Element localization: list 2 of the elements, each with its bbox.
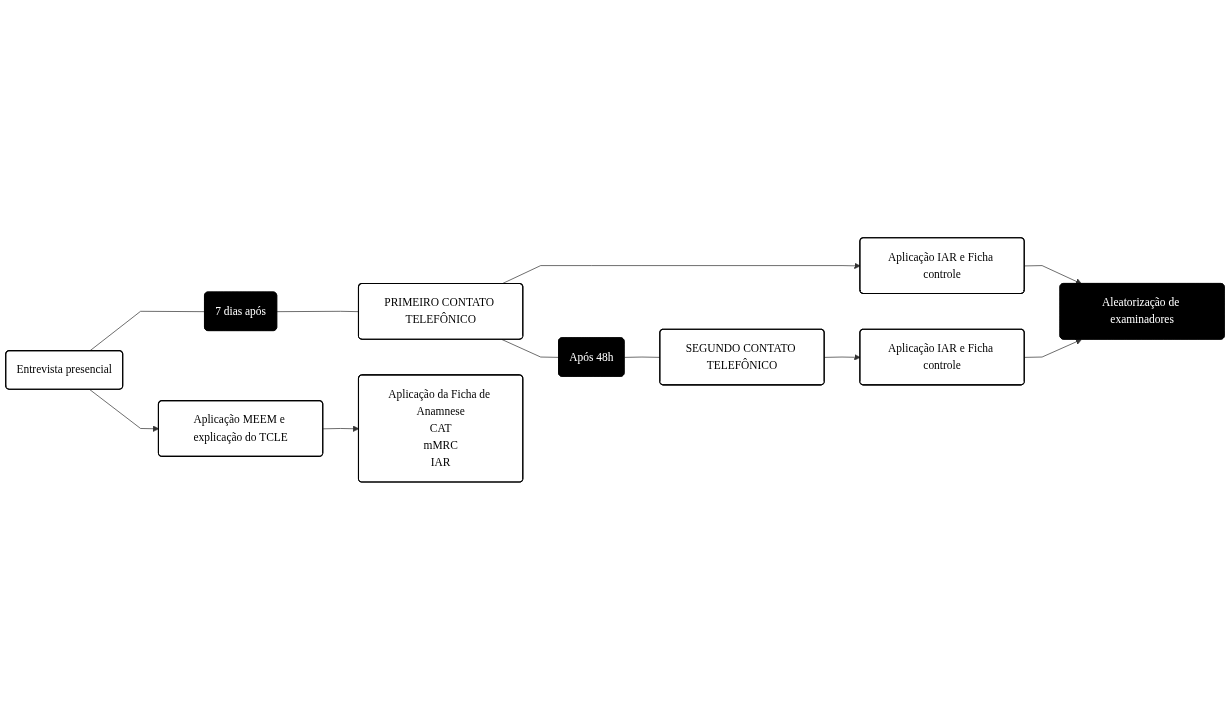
- connector: [89, 311, 206, 352]
- connector: [501, 339, 560, 358]
